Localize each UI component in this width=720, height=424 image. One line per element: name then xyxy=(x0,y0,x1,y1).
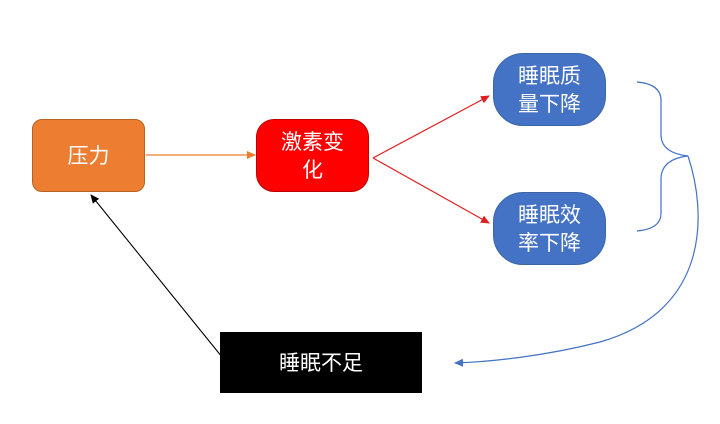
sleep-quality-decline-node: 睡眠质 量下降 xyxy=(493,53,606,126)
stress-node: 压力 xyxy=(32,119,145,192)
right-brace xyxy=(636,81,689,232)
arrow-hormone-to-efficiency xyxy=(372,157,490,224)
hormone-change-node: 激素变 化 xyxy=(256,119,369,192)
arrow-brace-to-insufficient xyxy=(454,155,699,367)
sleep-efficiency-decline-node: 睡眠效 率下降 xyxy=(493,192,606,265)
arrow-insufficient-to-stress xyxy=(90,194,223,358)
sleep-insufficient-node: 睡眠不足 xyxy=(220,332,422,393)
arrow-hormone-to-quality xyxy=(372,95,490,159)
